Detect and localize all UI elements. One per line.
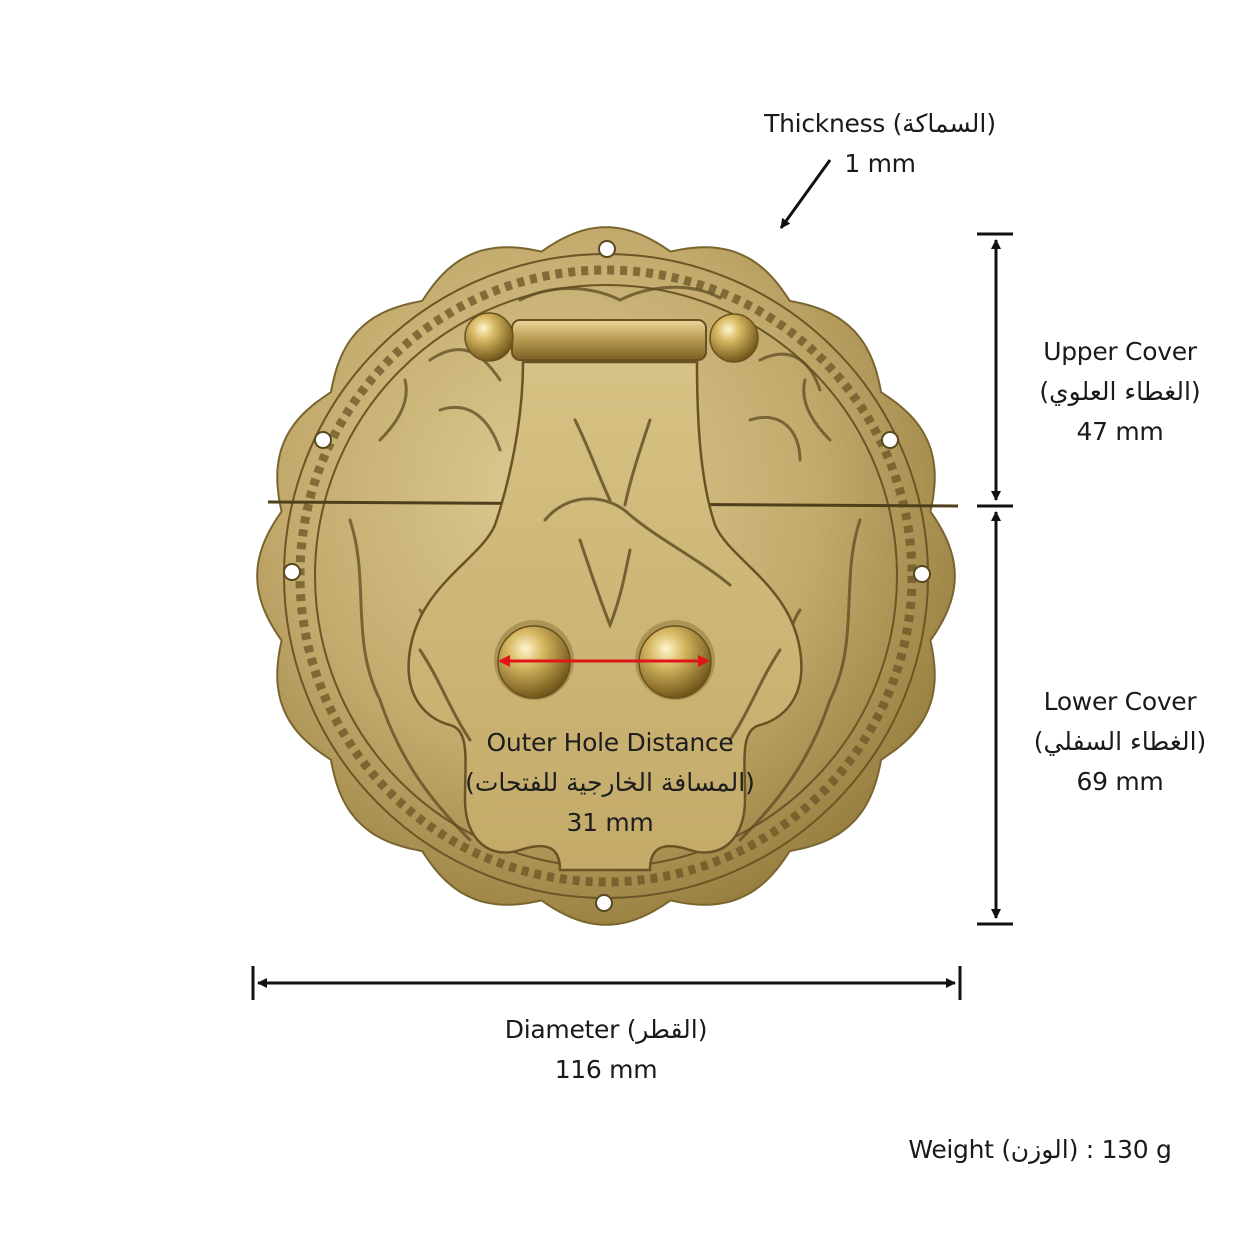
height-dimension-lines bbox=[977, 232, 1013, 926]
lower-cover-value: 69 mm bbox=[1076, 767, 1164, 796]
bird-engraving bbox=[418, 418, 782, 742]
mounting-hole bbox=[598, 240, 616, 258]
hole-distance-title: Outer Hole Distance bbox=[486, 728, 734, 757]
diameter-label: Diameter (القطر) 116 mm bbox=[456, 1010, 756, 1090]
hinge-barrel bbox=[511, 319, 707, 361]
engraving bbox=[348, 285, 862, 842]
hinge-knob-left bbox=[464, 312, 514, 362]
thickness-value: 1 mm bbox=[844, 149, 916, 178]
upper-cover-value: 47 mm bbox=[1076, 417, 1164, 446]
hinge-knob-right bbox=[709, 313, 759, 363]
upper-cover-label: Upper Cover (الغطاء العلوي) 47 mm bbox=[1020, 332, 1220, 452]
thickness-pointer-arrow bbox=[779, 159, 832, 229]
upper-cover-title-ar: (الغطاء العلوي) bbox=[1039, 377, 1201, 406]
mounting-hole bbox=[595, 894, 613, 912]
mounting-hole bbox=[314, 431, 332, 449]
lower-cover-title-ar: (الغطاء السفلي) bbox=[1033, 727, 1207, 756]
weight-label: Weight (الوزن) : 130 g bbox=[880, 1130, 1200, 1170]
lower-cover-label: Lower Cover (الغطاء السفلي) 69 mm bbox=[1020, 682, 1220, 802]
weight-text: Weight (الوزن) : 130 g bbox=[908, 1135, 1172, 1164]
mounting-hole bbox=[283, 563, 301, 581]
hole-distance-value: 31 mm bbox=[566, 808, 654, 837]
diameter-title: Diameter (القطر) bbox=[504, 1015, 708, 1044]
mounting-hole bbox=[913, 565, 931, 583]
hole-distance-label: Outer Hole Distance (المسافة الخارجية لل… bbox=[455, 723, 765, 843]
upper-cover-title: Upper Cover bbox=[1043, 337, 1197, 366]
diameter-dimension bbox=[251, 966, 962, 1000]
lower-cover-title: Lower Cover bbox=[1043, 687, 1197, 716]
greek-key-border bbox=[295, 265, 917, 887]
hole-distance-title-ar: (المسافة الخارجية للفتحات) bbox=[465, 768, 755, 797]
diameter-value: 116 mm bbox=[554, 1055, 658, 1084]
mounting-hole bbox=[881, 431, 899, 449]
thickness-label: Thickness (السماكة) 1 mm bbox=[730, 104, 1030, 184]
mounting-holes bbox=[283, 240, 931, 912]
thickness-title: Thickness (السماكة) bbox=[764, 109, 996, 138]
